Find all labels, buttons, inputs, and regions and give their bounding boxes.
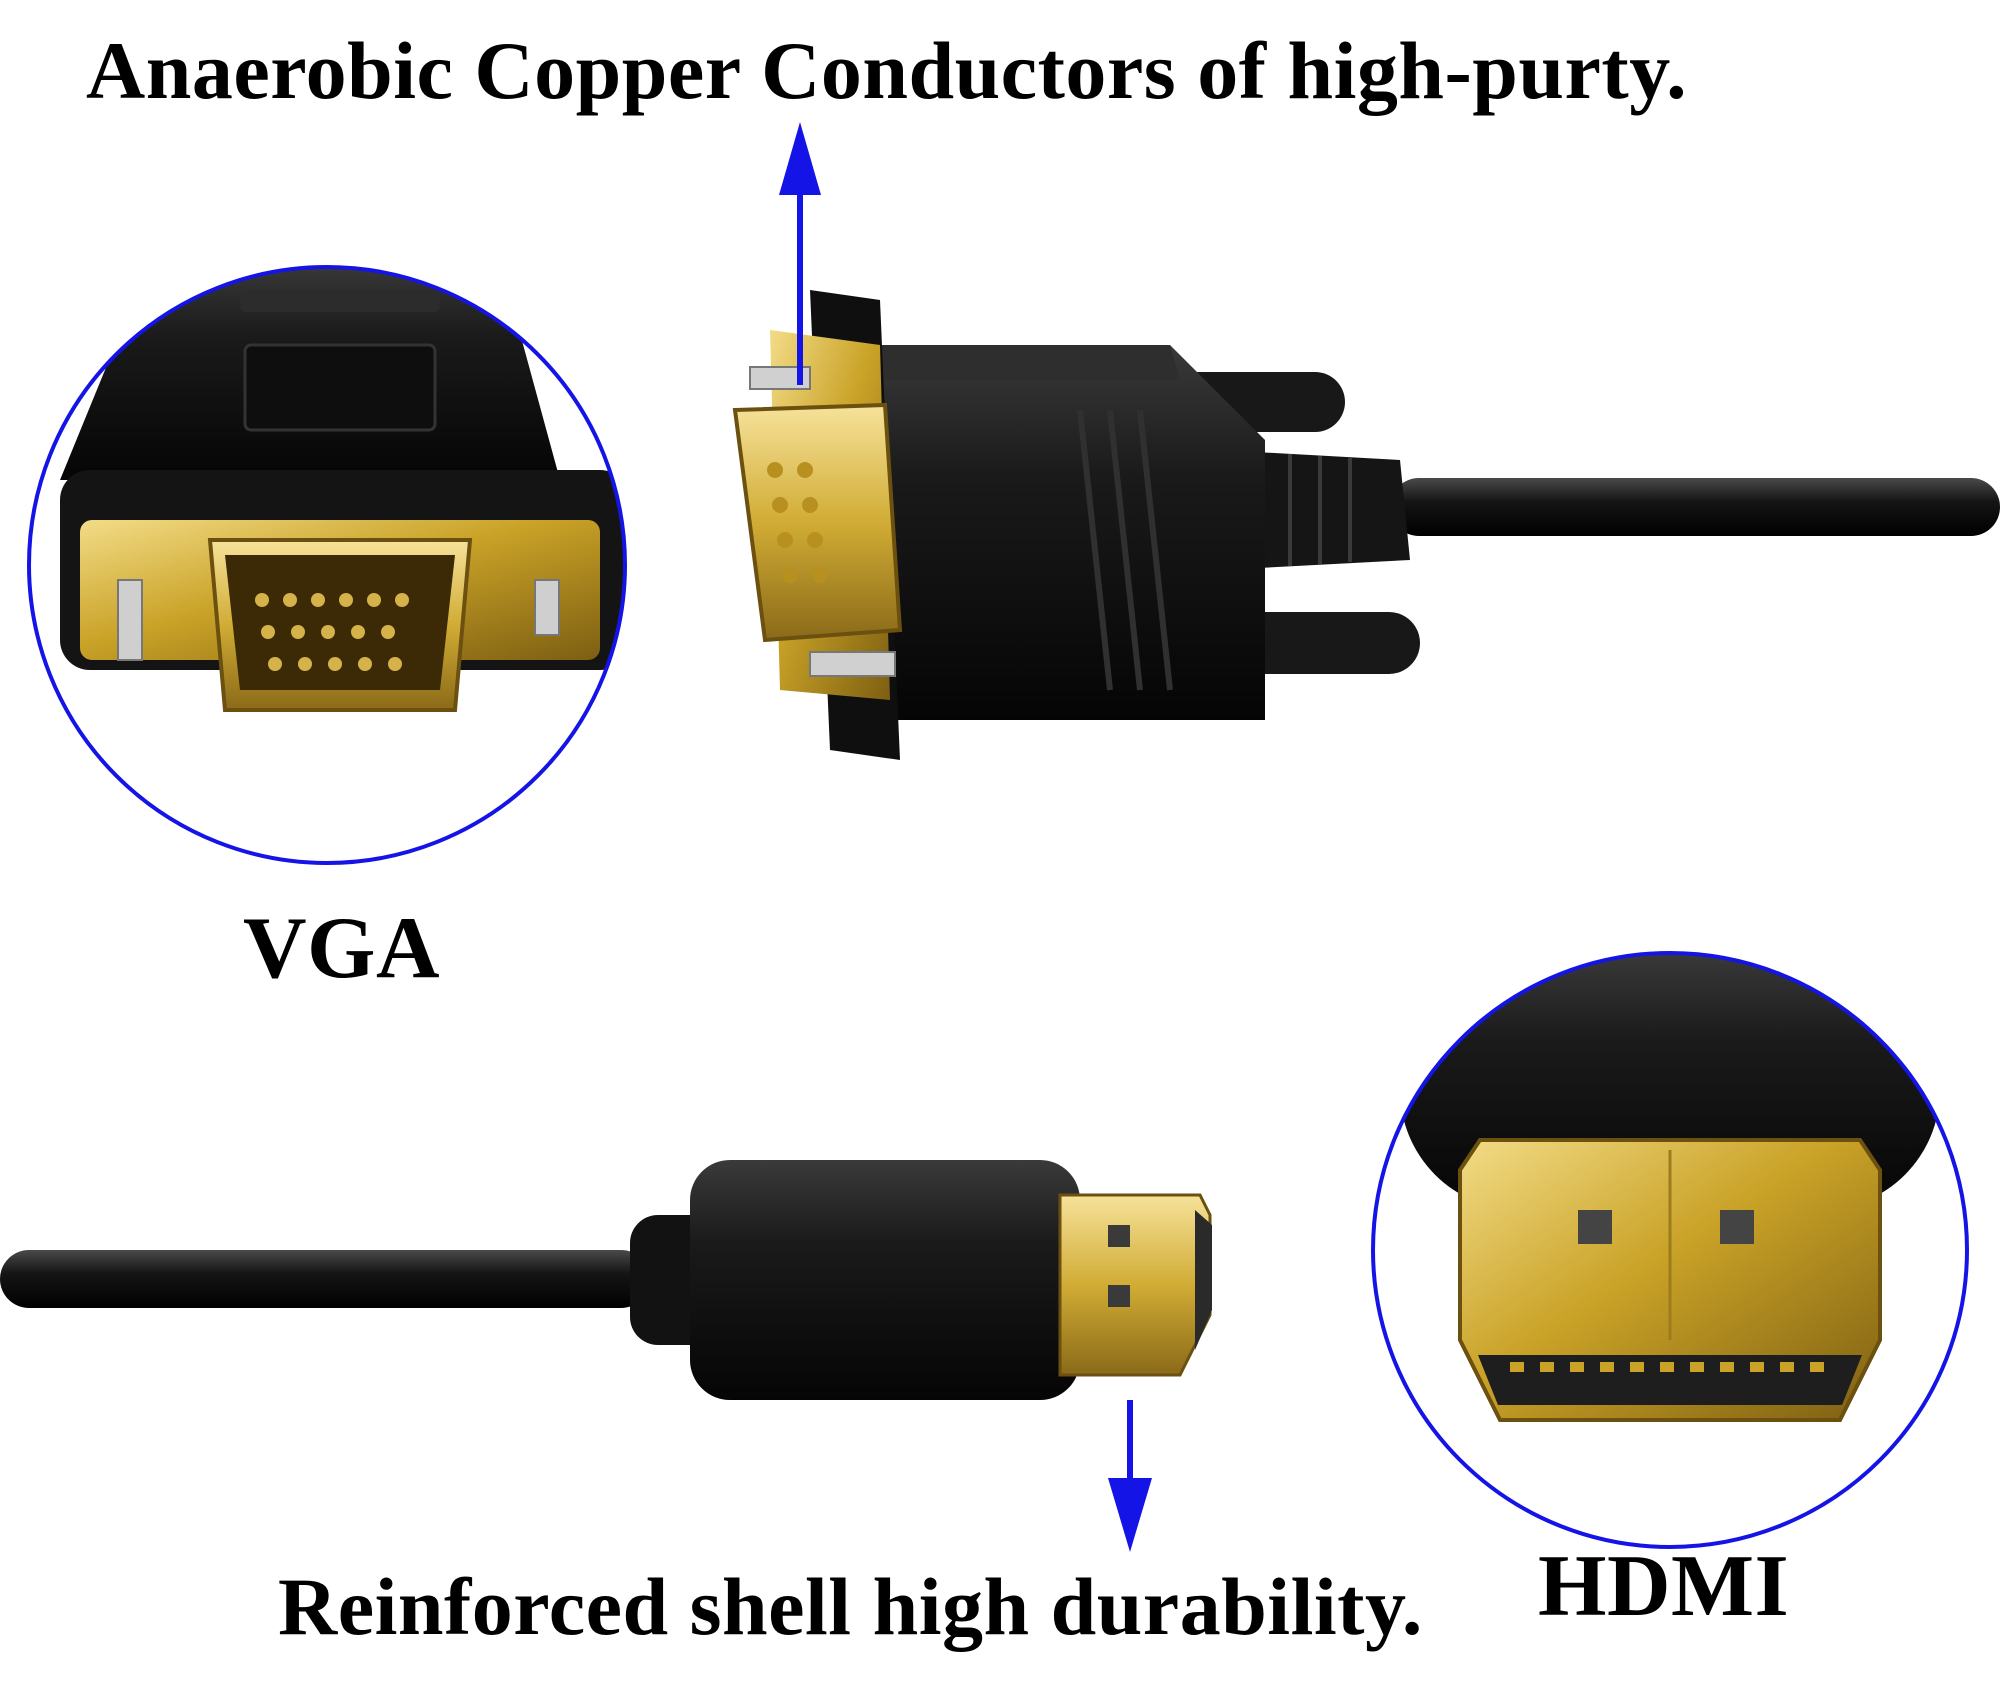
hdmi-connector xyxy=(0,1160,1212,1400)
arrow-down-icon xyxy=(1108,1400,1152,1552)
vga-label: VGA xyxy=(243,900,441,997)
top-caption: Anaerobic Copper Conductors of high-purt… xyxy=(86,25,1688,116)
hdmi-zoom-circle xyxy=(1371,951,1969,1549)
vga-connector xyxy=(732,290,2000,760)
bottom-caption: Reinforced shell high durability. xyxy=(278,1561,1423,1652)
hdmi-label: HDMI xyxy=(1538,1538,1790,1635)
vga-zoom-circle xyxy=(27,265,627,865)
arrow-up-icon xyxy=(779,122,821,385)
